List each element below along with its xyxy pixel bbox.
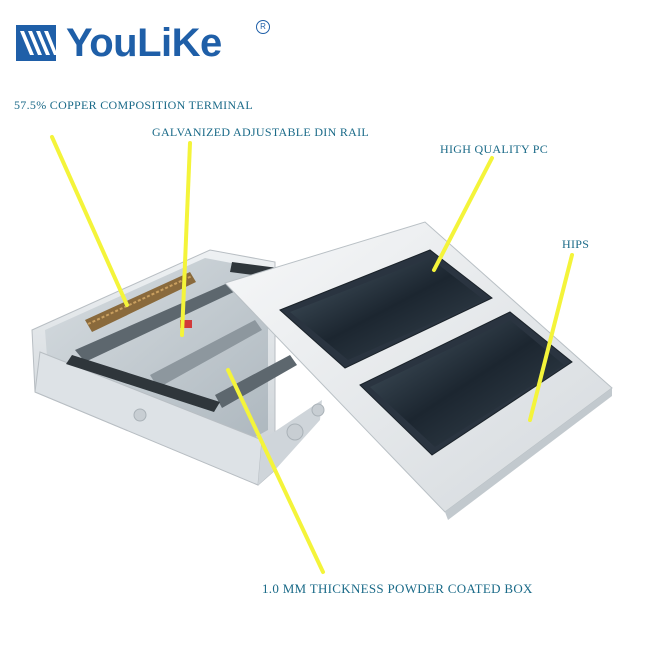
callout-din-rail: GALVANIZED ADJUSTABLE DIN RAIL (152, 125, 370, 139)
callout-box: 1.0 MM THICKNESS POWDER COATED BOX (262, 581, 533, 596)
front-cover (224, 221, 613, 520)
pointer-box (226, 368, 325, 574)
brand-name: YouLiKe (66, 21, 222, 65)
callout-pc: HIGH QUALITY PC (440, 142, 549, 156)
pointer-copper-terminal (50, 135, 129, 307)
red-label (180, 320, 192, 328)
callout-copper-terminal: 57.5% COPPER COMPOSITION TERMINAL (14, 98, 254, 112)
din-rail (75, 282, 297, 408)
pc-window-bottom (359, 311, 573, 456)
pointer-hips (528, 253, 574, 422)
pc-window-top (279, 249, 493, 369)
pointer-din-rail (180, 141, 192, 337)
knockout-holes (133, 403, 325, 441)
pointer-pc (432, 156, 494, 272)
callout-hips: HIPS (562, 237, 590, 251)
distribution-box (31, 249, 325, 486)
copper-terminal-strip (85, 272, 196, 332)
pointer-lines (50, 135, 574, 574)
logo-mark-icon (16, 25, 56, 61)
brand-logo: YouLiKe (16, 18, 222, 68)
registered-mark-icon: R (256, 20, 270, 34)
